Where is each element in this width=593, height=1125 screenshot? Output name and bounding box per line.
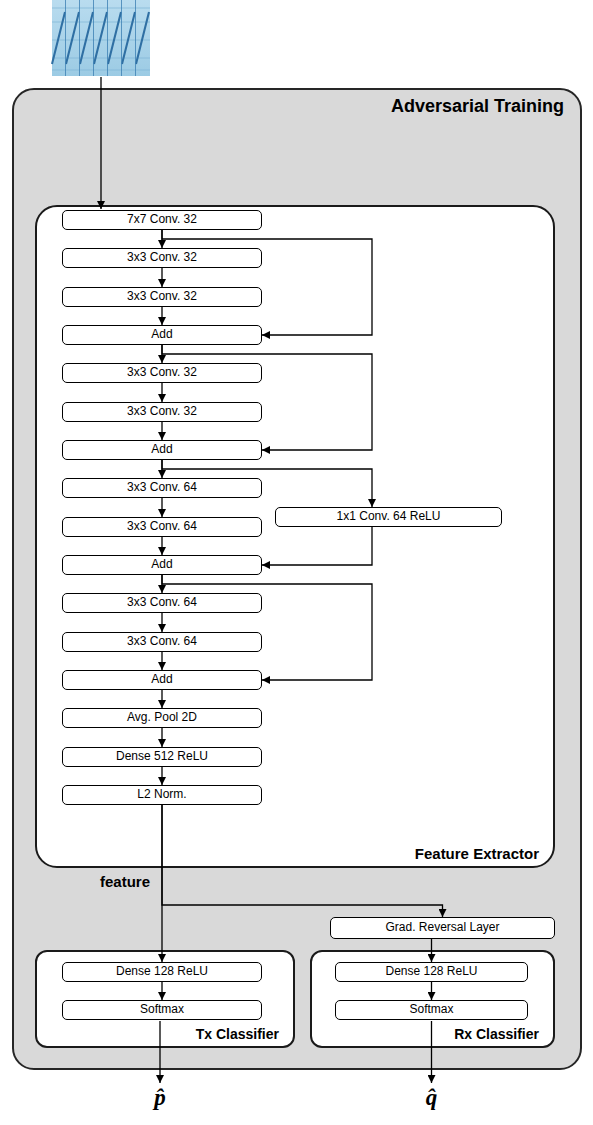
connector-arrow bbox=[262, 527, 372, 565]
input-arrow bbox=[100, 77, 101, 209]
layer-label: Add bbox=[151, 328, 172, 342]
label-anchor: feature bbox=[100, 873, 150, 891]
connector-arrow bbox=[161, 575, 162, 593]
layer-label: 3x3 Conv. 32 bbox=[127, 405, 197, 419]
layer-label: 3x3 Conv. 32 bbox=[127, 251, 197, 265]
layer-box: Softmax bbox=[62, 1000, 262, 1020]
connector-arrow bbox=[161, 728, 162, 747]
connector-arrow bbox=[431, 939, 432, 962]
connector-arrow bbox=[161, 982, 162, 1000]
layer-box: 3x3 Conv. 32 bbox=[62, 248, 262, 268]
layer-label: Dense 128 ReLU bbox=[385, 965, 477, 979]
connector-arrow bbox=[161, 268, 162, 287]
classifier-panel: Tx Classifier Dense 128 ReLU Softmax bbox=[35, 950, 295, 1048]
output-arrow bbox=[431, 1021, 432, 1083]
panel-title: Feature Extractor bbox=[37, 845, 553, 862]
layer-label: 7x7 Conv. 32 bbox=[127, 213, 197, 227]
feature-extractor-panel: Feature Extractor 7x7 Conv. 32 3x3 Conv. 3… bbox=[35, 205, 555, 868]
layer-box: Dense 512 ReLU bbox=[62, 747, 262, 767]
connector-arrow bbox=[161, 422, 162, 440]
layer-box: Grad. Reversal Layer bbox=[330, 917, 555, 939]
layer-box: Avg. Pool 2D bbox=[62, 708, 262, 728]
layer-box: Add bbox=[62, 325, 262, 345]
output-symbol: p̂ bbox=[154, 1084, 166, 1112]
layer-box: Add bbox=[62, 555, 262, 575]
layer-box: Dense 128 ReLU bbox=[335, 962, 528, 982]
layer-box: 3x3 Conv. 64 bbox=[62, 517, 262, 537]
layer-box: 3x3 Conv. 32 bbox=[62, 287, 262, 307]
layer-label: Softmax bbox=[409, 1003, 453, 1017]
layer-box: Add bbox=[62, 670, 262, 690]
spectrogram-image bbox=[52, 0, 150, 76]
connector-arrow bbox=[161, 652, 162, 670]
connector-arrow bbox=[162, 575, 372, 680]
connector-arrow bbox=[162, 230, 372, 335]
layer-label: Dense 512 ReLU bbox=[116, 750, 208, 764]
layer-box: 3x3 Conv. 32 bbox=[62, 402, 262, 422]
connector-arrow bbox=[161, 767, 162, 785]
layer-box: Softmax bbox=[335, 1000, 528, 1020]
layer-label: Grad. Reversal Layer bbox=[385, 921, 499, 935]
layer-label: 3x3 Conv. 32 bbox=[127, 290, 197, 304]
layer-label: Softmax bbox=[140, 1003, 184, 1017]
layer-label: 3x3 Conv. 64 bbox=[127, 520, 197, 534]
connector-arrow bbox=[162, 460, 372, 507]
connector-arrow bbox=[161, 460, 162, 478]
layer-box: L2 Norm. bbox=[62, 785, 262, 805]
layer-label: Add bbox=[151, 558, 172, 572]
layer-label: 3x3 Conv. 64 bbox=[127, 596, 197, 610]
layer-label: 1x1 Conv. 64 ReLU bbox=[337, 510, 441, 524]
connector-arrow bbox=[161, 805, 162, 962]
label-anchor: p̂ bbox=[154, 1084, 166, 1112]
label-anchor: q̂ bbox=[426, 1084, 438, 1112]
layer-box: 3x3 Conv. 32 bbox=[62, 363, 262, 383]
layer-box: Dense 128 ReLU bbox=[62, 962, 262, 982]
connector-arrow bbox=[161, 345, 162, 363]
layer-label: Dense 128 ReLU bbox=[116, 965, 208, 979]
layer-label: 3x3 Conv. 64 bbox=[127, 635, 197, 649]
connector-arrow bbox=[161, 690, 162, 708]
connector-arrow bbox=[161, 307, 162, 325]
layer-box: Add bbox=[62, 440, 262, 460]
connector-arrow bbox=[161, 537, 162, 555]
layer-label: L2 Norm. bbox=[137, 788, 186, 802]
connector-arrow bbox=[161, 230, 162, 248]
layer-label: Avg. Pool 2D bbox=[127, 711, 197, 725]
connector-arrow bbox=[161, 498, 162, 517]
panel-title: Rx Classifier bbox=[312, 1026, 553, 1042]
connector-arrow bbox=[161, 613, 162, 632]
layer-box: 3x3 Conv. 64 bbox=[62, 632, 262, 652]
layer-label: 3x3 Conv. 64 bbox=[127, 481, 197, 495]
layer-box: 7x7 Conv. 32 bbox=[62, 210, 262, 230]
layer-label: 3x3 Conv. 32 bbox=[127, 366, 197, 380]
training-panel: Adversarial TrainingFeature Extractor 7x7… bbox=[12, 88, 582, 1070]
classifier-panel: Rx Classifier Dense 128 ReLU Softmax bbox=[310, 950, 555, 1048]
connector-arrow bbox=[431, 982, 432, 1000]
connector-arrow bbox=[162, 805, 443, 917]
layer-label: Add bbox=[151, 443, 172, 457]
layer-box: 1x1 Conv. 64 ReLU bbox=[275, 507, 502, 527]
signal-label: feature bbox=[100, 873, 150, 891]
panel-title: Adversarial Training bbox=[14, 90, 580, 117]
panel-title: Tx Classifier bbox=[37, 1026, 293, 1042]
layer-label: Add bbox=[151, 673, 172, 687]
connector-arrow bbox=[161, 383, 162, 402]
layer-box: 3x3 Conv. 64 bbox=[62, 593, 262, 613]
layer-box: 3x3 Conv. 64 bbox=[62, 478, 262, 498]
output-symbol: q̂ bbox=[426, 1084, 438, 1112]
output-arrow bbox=[159, 1021, 160, 1083]
connector-arrow bbox=[162, 345, 372, 450]
